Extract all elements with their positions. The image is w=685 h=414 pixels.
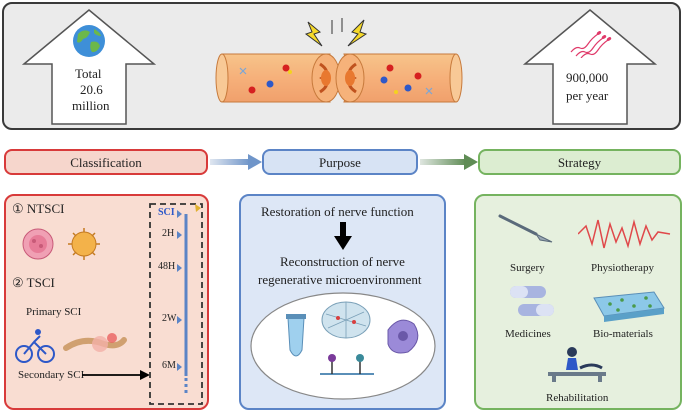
ntsci-label: ① NTSCI [12,201,65,216]
timeline-tick-6m: 6M [162,360,176,371]
left-arrow-line1: Total [75,66,102,81]
right-arrow-line1: 900,000 [566,70,609,85]
medicines-label: Medicines [505,328,551,340]
purpose-to-strategy-arrow [420,154,478,170]
biomaterials-label: Bio-materials [593,328,653,340]
tumor-cells-icon [22,228,100,260]
primary-sci-label: Primary SCI [26,306,82,318]
scalpel-icon [498,214,553,243]
timeline-title: SCI [158,207,175,218]
rehabilitation-label: Rehabilitation [546,392,609,404]
left-arrow-line3: million [72,98,110,113]
purpose-line2: Reconstruction of nerve [280,254,405,269]
strategy-header: Strategy [478,149,681,175]
globe-icon [73,25,105,57]
physiotherapy-label: Physiotherapy [591,262,654,274]
microenvironment-illustration [250,292,436,400]
injury-causes-icon [15,329,127,363]
right-up-arrow [523,9,657,125]
secondary-sci-label: Secondary SCI [18,369,85,381]
timeline-tick-2h: 2H [162,228,175,239]
surgery-label: Surgery [510,262,545,274]
physiotherapy-waves-icon [578,219,671,249]
purpose-header: Purpose [262,149,418,175]
injured-spinal-cord-illustration [215,18,463,103]
timeline-tick-48h: 48H [158,261,176,272]
rehabilitation-icon [548,347,606,382]
left-up-arrow [22,9,156,125]
left-arrow-line2: 20.6 [80,82,103,97]
timeline-tick-2w: 2W [162,313,177,324]
biomaterial-scaffold-icon [593,291,665,322]
tsci-label: ② TSCI [12,275,55,290]
sci-timeline [149,203,203,405]
sperm-cells-icon [570,31,612,58]
secondary-sci-arrow [82,370,150,380]
purpose-line3: regenerative microenvironment [258,272,422,287]
pills-icon [510,286,554,316]
down-arrow-icon [334,222,352,250]
right-arrow-line2: per year [566,88,609,103]
classification-header: Classification [4,149,208,175]
classification-to-purpose-arrow [210,154,262,170]
purpose-line1: Restoration of nerve function [261,204,414,219]
